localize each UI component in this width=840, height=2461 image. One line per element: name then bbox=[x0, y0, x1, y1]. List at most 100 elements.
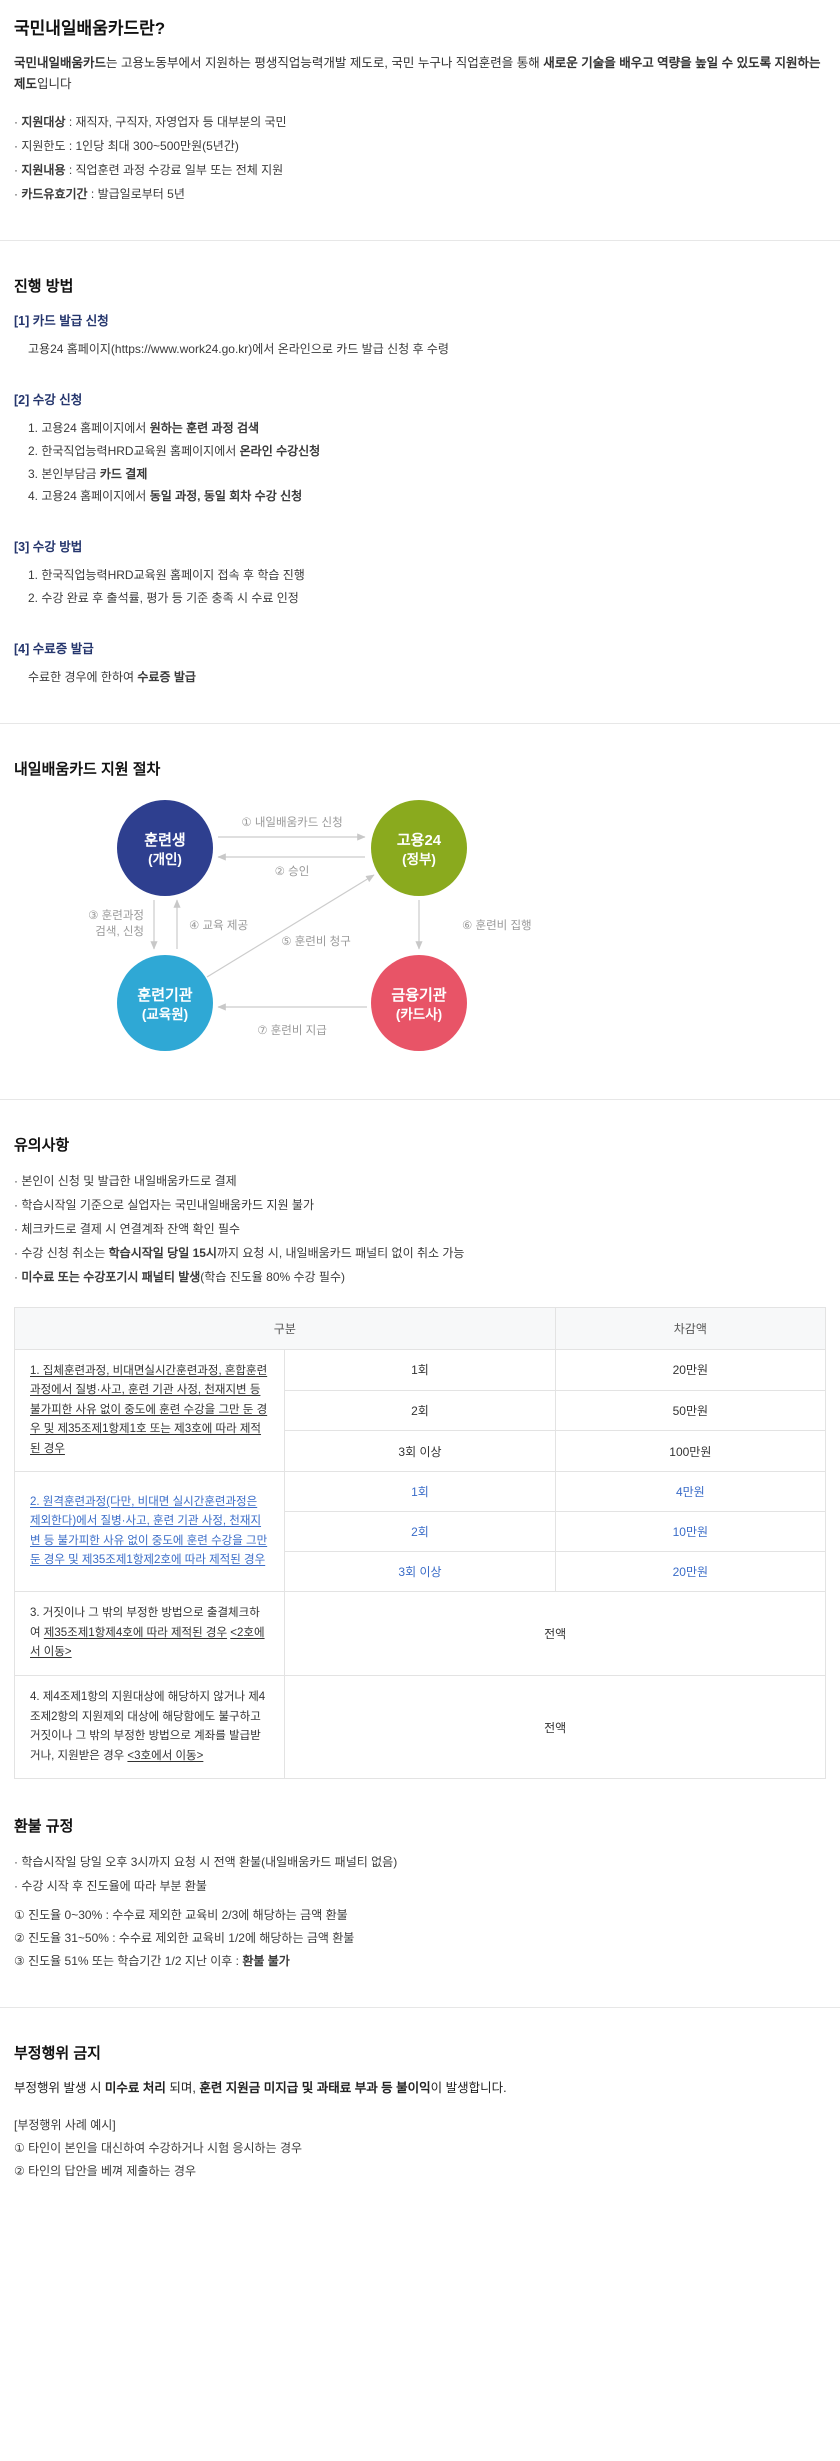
section-refund: 환불 규정 · 학습시작일 당일 오후 3시까지 요청 시 전액 환불(내일배움… bbox=[14, 1815, 826, 1972]
process-step-4-header: [4] 수료증 발급 bbox=[14, 641, 94, 656]
edge-label-search-1: ③ 훈련과정 bbox=[88, 909, 144, 922]
edge-label-execute: ⑥ 훈련비 집행 bbox=[462, 919, 532, 932]
intro-title: 국민내일배움카드란? bbox=[14, 19, 166, 38]
refund-bullet: · 학습시작일 당일 오후 3시까지 요청 시 전액 환불(내일배움카드 패널티… bbox=[14, 1855, 398, 1870]
arrow-claim-fee bbox=[206, 874, 375, 978]
section-divider bbox=[0, 2006, 840, 2008]
edge-label-apply: ① 내일배움카드 신청 bbox=[241, 815, 342, 829]
penalty-table: 구분 차감액 1. 집체훈련과정, 비대면실시간훈련과정, 혼합훈련과정에서 질… bbox=[13, 1306, 827, 1780]
penalty-table-header-row: 구분 차감액 bbox=[14, 1306, 827, 1350]
process-step-1: [1] 카드 발급 신청 고용24 홈페이지(https://www.work2… bbox=[14, 310, 826, 361]
process-step-3: [3] 수강 방법 1. 한국직업능력HRD교육원 홈페이지 접속 후 학습 진… bbox=[14, 536, 826, 610]
finance-label: 금융기관 bbox=[391, 987, 446, 1004]
finance-sublabel: (카드사) bbox=[396, 1007, 442, 1022]
section-process: 진행 방법 [1] 카드 발급 신청 고용24 홈페이지(https://www… bbox=[14, 275, 826, 688]
cautions-list: · 본인이 신청 및 발급한 내일배움카드로 결제 · 학습시작일 기준으로 실… bbox=[14, 1169, 826, 1289]
section-divider bbox=[0, 240, 840, 242]
misconduct-example-1: ① 타인이 본인을 대신하여 수강하거나 시험 응시하는 경우 bbox=[14, 2141, 303, 2156]
penalty-row-4: 4. 제4조제1항의 지원대상에 해당하지 않거나 제4조제2항의 지원제외 대… bbox=[13, 1674, 826, 1780]
edge-label-education: ④ 교육 제공 bbox=[189, 919, 248, 932]
process-step-2-line: 2. 한국직업능력HRD교육원 홈페이지에서 온라인 수강신청 bbox=[28, 443, 321, 458]
section-divider bbox=[0, 722, 840, 724]
penalty-row-4-desc: 4. 제4조제1항의 지원대상에 해당하지 않거나 제4조제2항의 지원제외 대… bbox=[13, 1674, 286, 1780]
caution-item: · 체크카드로 결제 시 연결계좌 잔액 확인 필수 bbox=[14, 1221, 241, 1236]
penalty-row-1-count-3: 3회 이상 bbox=[284, 1430, 556, 1473]
institute-label: 훈련기관 bbox=[137, 986, 192, 1004]
process-step-1-header: [1] 카드 발급 신청 bbox=[14, 314, 109, 329]
misconduct-title: 부정행위 금지 bbox=[14, 2044, 101, 2062]
edge-label-pay: ⑦ 훈련비 지급 bbox=[257, 1024, 327, 1037]
caution-item: · 미수료 또는 수강포기시 패널티 발생(학습 진도율 80% 수강 필수) bbox=[14, 1269, 345, 1284]
caution-item: · 학습시작일 기준으로 실업자는 국민내일배움카드 지원 불가 bbox=[14, 1197, 315, 1212]
penalty-row-1: 1. 집체훈련과정, 비대면실시간훈련과정, 혼합훈련과정에서 질병·사고, 훈… bbox=[13, 1348, 827, 1473]
penalty-row-1-count-1: 1회 bbox=[284, 1348, 556, 1391]
penalty-row-2: 2. 원격훈련과정(다만, 비대면 실시간훈련과정은 제외한다)에서 질병·사고… bbox=[13, 1471, 827, 1593]
government-circle bbox=[371, 799, 467, 896]
intro-bullet-target: · 지원대상 : 재직자, 구직자, 자영업자 등 대부분의 국민 bbox=[14, 115, 287, 130]
penalty-row-2-amount-3: 20만원 bbox=[554, 1551, 827, 1593]
penalty-row-2-desc: 2. 원격훈련과정(다만, 비대면 실시간훈련과정은 제외한다)에서 질병·사고… bbox=[13, 1471, 286, 1593]
process-step-4: [4] 수료증 발급 수료한 경우에 한하여 수료증 발급 bbox=[14, 638, 826, 689]
refund-rule-2: ② 진도율 31~50% : 수수료 제외한 교육비 1/2에 해당하는 금액 … bbox=[14, 1930, 355, 1945]
process-step-2-line: 4. 고용24 홈페이지에서 동일 과정, 동일 회차 수강 신청 bbox=[28, 489, 303, 504]
misconduct-lead: 부정행위 발생 시 미수료 처리 되며, 훈련 지원금 미지급 및 과태료 부과… bbox=[14, 2080, 507, 2095]
process-step-3-line: 2. 수강 완료 후 출석률, 평가 등 기준 충족 시 수료 인정 bbox=[28, 591, 299, 606]
penalty-row-3: 3. 거짓이나 그 밖의 부정한 방법으로 출결체크하여 제35조제1항제4호에… bbox=[13, 1591, 826, 1676]
government-label: 고용24 bbox=[397, 832, 442, 849]
process-step-2-line: 1. 고용24 홈페이지에서 원하는 훈련 과정 검색 bbox=[28, 421, 260, 436]
institute-circle bbox=[117, 954, 213, 1051]
penalty-row-2-sub: 3회 이상 20만원 bbox=[15, 1551, 827, 1593]
refund-bullet-list: · 학습시작일 당일 오후 3시까지 요청 시 전액 환불(내일배움카드 패널티… bbox=[14, 1850, 826, 1898]
penalty-row-1-count-2: 2회 bbox=[284, 1389, 556, 1432]
intro-bullet-content: · 지원내용 : 직업훈련 과정 수강료 일부 또는 전체 지원 bbox=[14, 163, 284, 178]
caution-item: · 본인이 신청 및 발급한 내일배움카드로 결제 bbox=[14, 1173, 237, 1188]
section-support-process: 내일배움카드 지원 절차 ① 내일배움카드 신청 ② 승인 ③ 훈련과정 검색,… bbox=[14, 758, 826, 1065]
trainee-circle bbox=[117, 799, 213, 896]
penalty-row-2-count-3: 3회 이상 bbox=[284, 1551, 556, 1593]
penalty-row-2-amount-2: 10만원 bbox=[554, 1511, 827, 1553]
intro-bullet-limit: · 지원한도 : 1인당 최대 300~500만원(5년간) bbox=[14, 139, 239, 154]
refund-bullet: · 수강 시작 후 진도율에 따라 부분 환불 bbox=[14, 1879, 207, 1894]
penalty-row-4-amount: 전액 bbox=[284, 1674, 826, 1780]
refund-title: 환불 규정 bbox=[14, 1818, 74, 1836]
penalty-row-3-desc: 3. 거짓이나 그 밖의 부정한 방법으로 출결체크하여 제35조제1항제4호에… bbox=[13, 1591, 286, 1676]
process-step-3-line: 1. 한국직업능력HRD교육원 홈페이지 접속 후 학습 진행 bbox=[28, 568, 305, 583]
intro-description: 국민내일배움카드는 고용노동부에서 지원하는 평생직업능력개발 제도로, 국민 … bbox=[14, 56, 821, 91]
process-title: 진행 방법 bbox=[14, 278, 74, 296]
process-step-2-line: 3. 본인부담금 카드 결제 bbox=[28, 466, 148, 481]
penalty-col-amount: 차감액 bbox=[554, 1306, 827, 1350]
page: 국민내일배움카드란? 국민내일배움카드는 고용노동부에서 지원하는 평생직업능력… bbox=[0, 14, 840, 2183]
penalty-row-3-amount: 전액 bbox=[284, 1591, 826, 1676]
section-misconduct: 부정행위 금지 부정행위 발생 시 미수료 처리 되며, 훈련 지원금 미지급 … bbox=[14, 2042, 826, 2183]
government-sublabel: (정부) bbox=[402, 851, 436, 867]
cautions-title: 유의사항 bbox=[14, 1136, 70, 1154]
process-step-1-line: 고용24 홈페이지(https://www.work24.go.kr)에서 온라… bbox=[28, 342, 449, 357]
penalty-row-1-sub: 3회 이상 100만원 bbox=[15, 1430, 827, 1473]
finance-circle bbox=[371, 954, 467, 1051]
intro-bullet-list: · 지원대상 : 재직자, 구직자, 자영업자 등 대부분의 국민 · 지원한도… bbox=[14, 110, 826, 206]
edge-label-claim: ⑤ 훈련비 청구 bbox=[281, 935, 351, 948]
process-step-4-line: 수료한 경우에 한하여 수료증 발급 bbox=[28, 669, 196, 684]
section-cautions: 유의사항 · 본인이 신청 및 발급한 내일배움카드로 결제 · 학습시작일 기… bbox=[13, 1134, 827, 1780]
edge-label-search-2: 검색, 신청 bbox=[95, 925, 144, 938]
penalty-row-2-count-1: 1회 bbox=[284, 1471, 556, 1513]
node-trainee: 훈련생 (개인) bbox=[117, 799, 213, 896]
diagram-title: 내일배움카드 지원 절차 bbox=[14, 760, 161, 778]
penalty-row-1-amount-2: 50만원 bbox=[554, 1389, 827, 1432]
section-intro: 국민내일배움카드란? 국민내일배움카드는 고용노동부에서 지원하는 평생직업능력… bbox=[14, 14, 826, 206]
process-step-3-header: [3] 수강 방법 bbox=[14, 540, 83, 555]
penalty-row-1-amount-1: 20만원 bbox=[554, 1348, 827, 1391]
caution-item: · 수강 신청 취소는 학습시작일 당일 15시까지 요청 시, 내일배움카드 … bbox=[14, 1245, 465, 1260]
misconduct-example-2: ② 타인의 답안을 베껴 제출하는 경우 bbox=[14, 2163, 196, 2178]
penalty-row-1-desc: 1. 집체훈련과정, 비대면실시간훈련과정, 혼합훈련과정에서 질병·사고, 훈… bbox=[13, 1348, 286, 1473]
edge-label-approve: ② 승인 bbox=[275, 865, 310, 878]
intro-bullet-validity: · 카드유효기간 : 발급일로부터 5년 bbox=[14, 187, 185, 202]
penalty-row-2-count-2: 2회 bbox=[284, 1511, 556, 1553]
penalty-row-1-amount-3: 100만원 bbox=[554, 1430, 827, 1473]
institute-sublabel: (교육원) bbox=[142, 1007, 188, 1022]
trainee-label: 훈련생 bbox=[144, 831, 185, 849]
section-divider bbox=[0, 1098, 840, 1100]
node-finance: 금융기관 (카드사) bbox=[371, 954, 467, 1051]
refund-rule-1: ① 진도율 0~30% : 수수료 제외한 교육비 2/3에 해당하는 금액 환… bbox=[14, 1908, 348, 1923]
node-institute: 훈련기관 (교육원) bbox=[117, 954, 213, 1051]
